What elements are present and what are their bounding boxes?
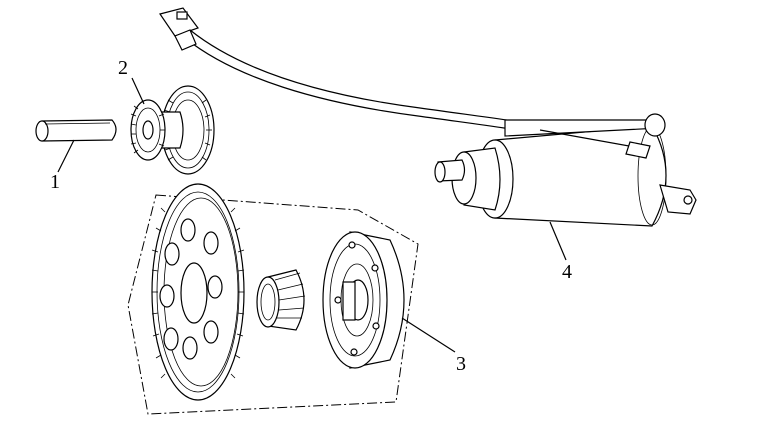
idler-gear-pair [130, 85, 215, 175]
callout-4: 4 [562, 261, 572, 283]
callout-1: 1 [50, 171, 60, 193]
callout-3: 3 [456, 353, 466, 375]
pin-part [35, 119, 117, 142]
starter-ring-gear [151, 183, 245, 401]
leader-lines [57, 77, 567, 353]
callout-2: 2 [118, 57, 128, 79]
one-way-clutch [322, 231, 405, 369]
assembly-boundary-outline [127, 194, 419, 415]
starter-motor [159, 7, 697, 227]
needle-bearing [256, 269, 306, 331]
